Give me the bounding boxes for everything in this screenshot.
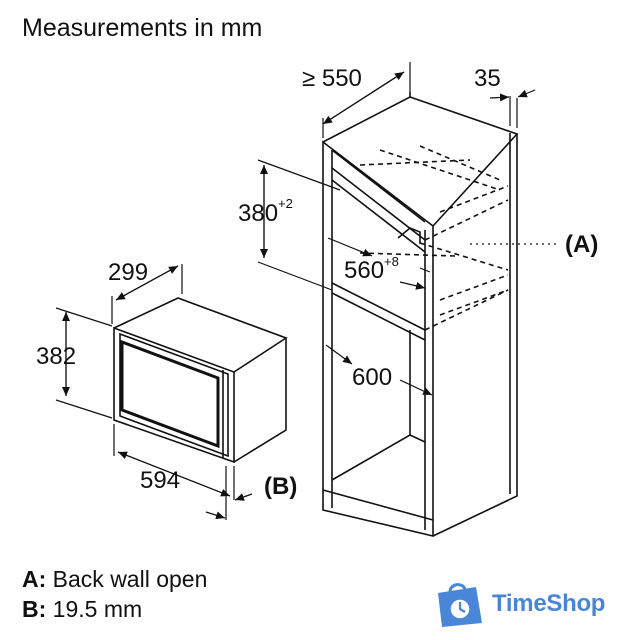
brand-logo: TimeShop	[430, 583, 620, 629]
oven-side	[233, 338, 287, 463]
tall-cabinet	[322, 92, 519, 538]
oven-front	[113, 326, 235, 464]
cabinet-base	[322, 489, 434, 521]
cabinet-front-frame	[322, 140, 434, 538]
oven-depth-label: 299	[108, 259, 148, 286]
cabinet-side	[432, 134, 518, 537]
oven-dimensions	[55, 264, 253, 520]
b-callout: (B)	[264, 473, 297, 500]
depth-min-label: ≥ 550	[302, 65, 362, 92]
cabinet-top	[322, 96, 519, 227]
a-callout: (A)	[565, 231, 598, 258]
oven-width-label: 594	[140, 467, 180, 494]
page-title: Measurements in mm	[22, 14, 263, 42]
cabinet-width-label: 600	[352, 364, 392, 391]
shopping-bag-clock-icon	[438, 583, 482, 627]
niche-height-label: 380	[238, 200, 278, 227]
legend-b: B: 19.5 mm	[22, 596, 142, 623]
oven-window	[120, 339, 220, 449]
oven-top	[113, 297, 288, 373]
legend-b-key: B:	[22, 596, 47, 622]
legend-b-text: 19.5 mm	[52, 596, 143, 622]
niche-height-tolerance: +2	[278, 196, 293, 211]
gap-label: 35	[474, 65, 501, 92]
oven-height-label: 382	[36, 343, 76, 370]
niche-bottom-shelf	[331, 282, 426, 331]
legend-a-key: A:	[22, 566, 47, 592]
niche-width-tolerance: +8	[384, 254, 399, 269]
legend-a: A: Back wall open	[22, 566, 207, 593]
oven-unit	[113, 297, 288, 464]
legend-a-text: Back wall open	[52, 566, 208, 592]
brand-name: TimeShop	[492, 590, 606, 617]
cabinet-dimensions	[257, 62, 560, 396]
niche-width-label: 560	[344, 257, 384, 284]
